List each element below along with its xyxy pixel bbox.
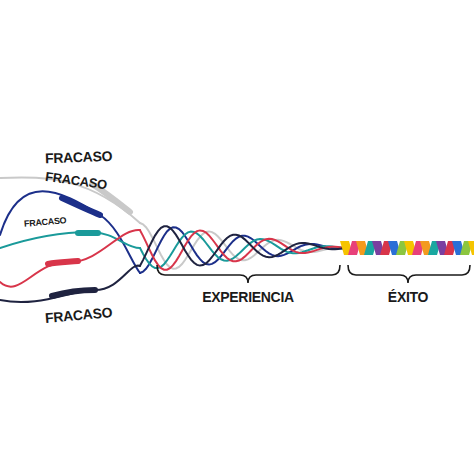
bracket <box>157 265 340 283</box>
weave-strand <box>140 223 344 269</box>
weave-strand <box>140 226 344 265</box>
success-label: ÉXITO <box>388 290 428 304</box>
bracket <box>348 265 470 283</box>
red-thick <box>48 261 78 264</box>
failure-label: FRACASO <box>44 170 107 192</box>
dark-strand <box>0 266 140 302</box>
blue-strand <box>0 191 140 273</box>
teal-thick <box>78 230 98 236</box>
failure-label: FRACASO <box>45 149 113 165</box>
failure-label: FRACASO <box>24 216 67 229</box>
failure-label: FRACASO <box>45 305 113 325</box>
experience-label: EXPERIENCIA <box>202 290 294 304</box>
braid-segment <box>468 241 474 255</box>
red-strand <box>0 230 140 287</box>
weave-strands <box>140 223 344 273</box>
braid <box>340 241 474 255</box>
weave-strand <box>140 227 344 273</box>
dark-thick <box>52 290 95 296</box>
teal-strand <box>0 232 140 248</box>
strand-starts <box>0 178 140 303</box>
blue-thick <box>62 198 100 215</box>
